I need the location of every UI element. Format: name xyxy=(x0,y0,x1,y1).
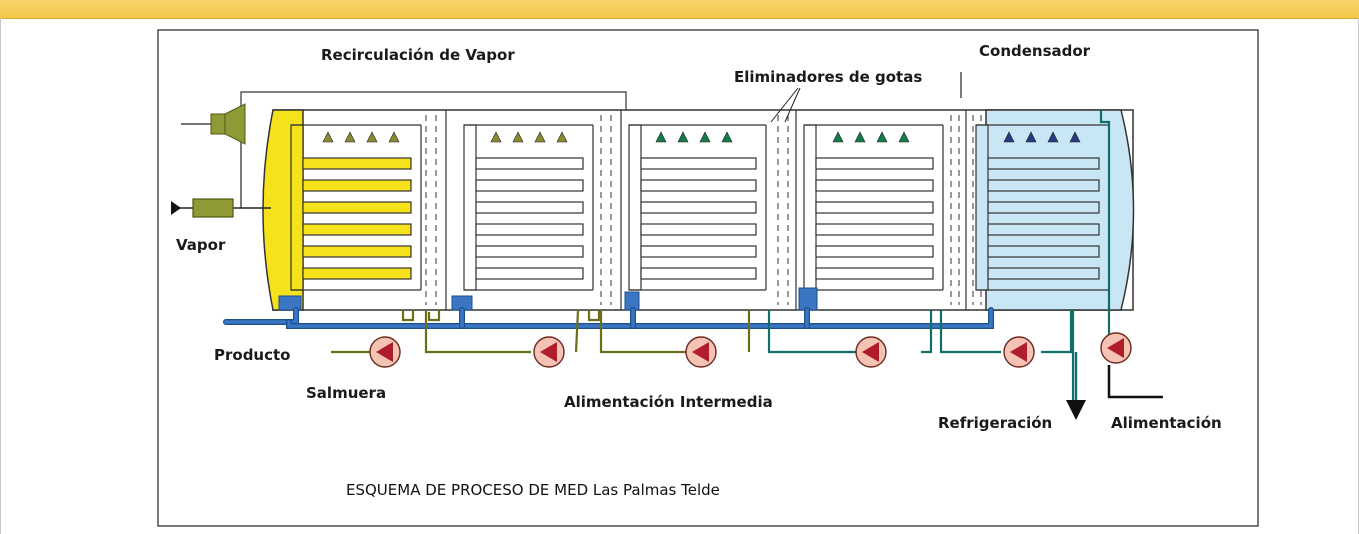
tube-bundle-effect-1 xyxy=(290,124,422,291)
spray-nozzle-icon xyxy=(388,131,400,143)
spray-nozzle-icon xyxy=(1025,131,1037,143)
thermocompressor-icon xyxy=(210,103,246,145)
spray-nozzle-icon xyxy=(512,131,524,143)
figure-border xyxy=(157,29,1259,527)
spray-nozzle-icon xyxy=(1047,131,1059,143)
tube-bundles xyxy=(290,124,1110,291)
effect-partitions xyxy=(445,110,967,310)
spray-nozzle-icon xyxy=(344,131,356,143)
tube-bundle-effect-2 xyxy=(463,124,594,291)
brine-label: Salmuera xyxy=(306,384,386,402)
spray-nozzle-icon xyxy=(677,131,689,143)
pumps xyxy=(369,332,1132,368)
steam-valve-icon xyxy=(192,198,234,218)
spray-nozzle-icon xyxy=(699,131,711,143)
recirculation-label: Recirculación de Vapor xyxy=(321,46,515,64)
product-label: Producto xyxy=(214,346,290,364)
steam-label: Vapor xyxy=(176,236,226,254)
top-banner xyxy=(0,0,1359,19)
spray-nozzles xyxy=(322,131,1081,143)
pump-icon xyxy=(1003,336,1035,368)
feed-label: Alimentación xyxy=(1111,414,1222,432)
spray-nozzle-icon xyxy=(534,131,546,143)
spray-nozzle-icon xyxy=(721,131,733,143)
spray-nozzle-icon xyxy=(322,131,334,143)
spray-nozzle-icon xyxy=(876,131,888,143)
tube-bundle-effect-3 xyxy=(628,124,767,291)
steam-inlet xyxy=(171,103,271,218)
pump-icon xyxy=(685,336,717,368)
pump-icon xyxy=(533,336,565,368)
pump-icon xyxy=(1100,332,1132,364)
spray-nozzle-icon xyxy=(556,131,568,143)
feed-inlet-line xyxy=(1107,365,1163,399)
condenser-label: Condensador xyxy=(979,42,1091,60)
product-brine-lines xyxy=(223,307,994,329)
brine-pools xyxy=(278,287,818,311)
spray-nozzle-icon xyxy=(1003,131,1015,143)
intermediate-feed-lines-teal xyxy=(767,110,1111,400)
spray-nozzle-icon xyxy=(366,131,378,143)
spray-nozzle-icon xyxy=(490,131,502,143)
cooling-label: Refrigeración xyxy=(938,414,1052,432)
spray-nozzle-icon xyxy=(898,131,910,143)
intermediate-feed-lines-olive xyxy=(331,309,751,354)
spray-nozzle-icon xyxy=(832,131,844,143)
figure-frame: Recirculación de Vapor Condensador Elimi… xyxy=(0,18,1359,534)
spray-nozzle-icon xyxy=(1069,131,1081,143)
spray-nozzle-icon xyxy=(655,131,667,143)
tube-bundle-condenser xyxy=(975,124,1110,291)
intermediate-feed-label: Alimentación Intermedia xyxy=(564,393,773,411)
pump-icon xyxy=(369,336,401,368)
med-process-diagram: Recirculación de Vapor Condensador Elimi… xyxy=(157,29,1259,527)
droplet-eliminator-pointers xyxy=(770,87,801,123)
pump-icon xyxy=(855,336,887,368)
droplet-eliminators-label: Eliminadores de gotas xyxy=(734,68,922,86)
spray-nozzle-icon xyxy=(854,131,866,143)
diagram-caption: ESQUEMA DE PROCESO DE MED Las Palmas Tel… xyxy=(346,481,720,499)
